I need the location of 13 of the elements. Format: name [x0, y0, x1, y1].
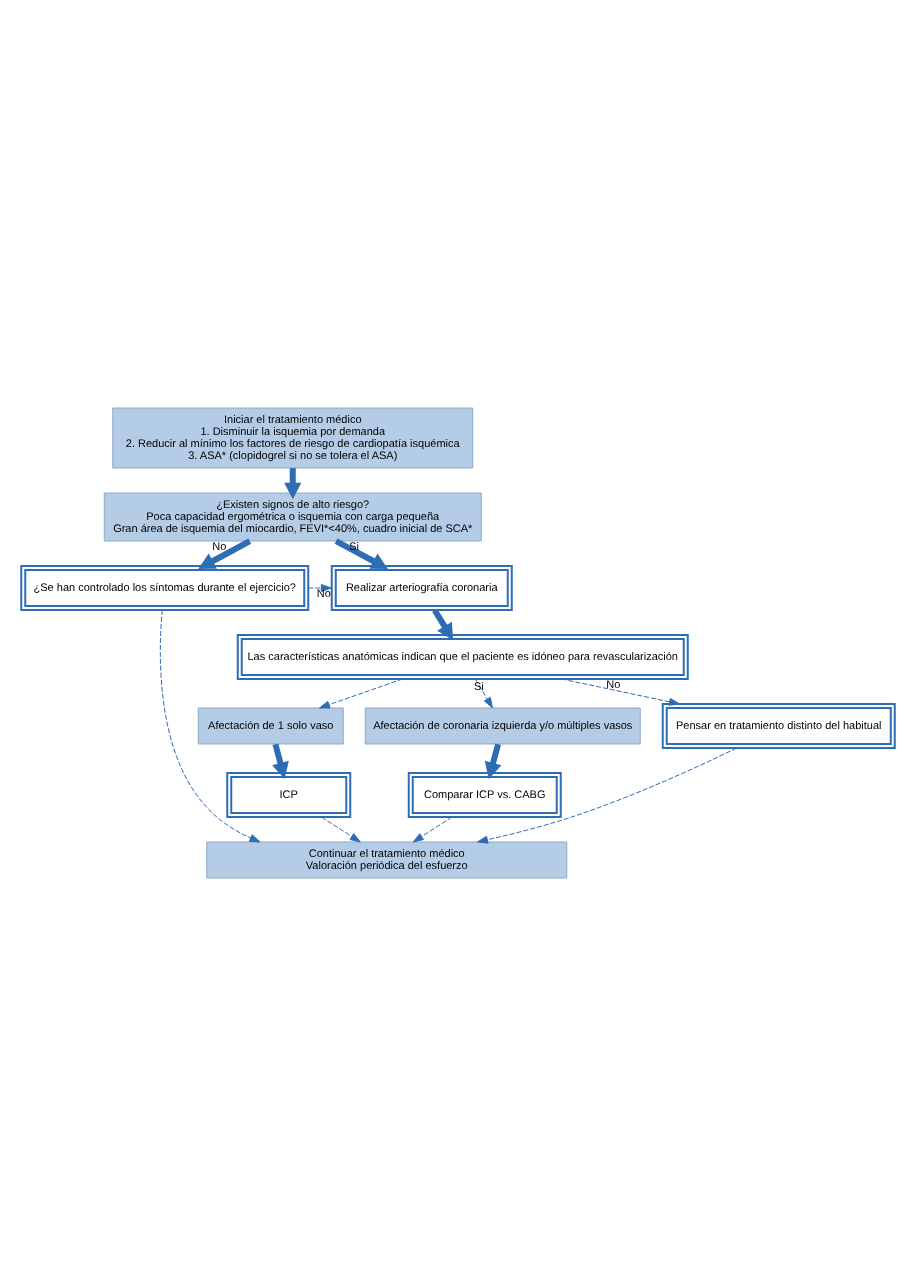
arrow: [484, 743, 502, 779]
arrow: [307, 584, 332, 592]
arrow: [272, 743, 289, 779]
arrow: [334, 538, 388, 569]
arrow: [198, 538, 252, 569]
arrow: [432, 608, 454, 641]
arrow: [561, 678, 680, 706]
arrow: [474, 678, 493, 709]
arrow: [412, 816, 453, 843]
arrow: [319, 678, 404, 709]
arrow: [321, 816, 361, 843]
arrow: [477, 747, 737, 844]
arrow: [159, 609, 261, 843]
